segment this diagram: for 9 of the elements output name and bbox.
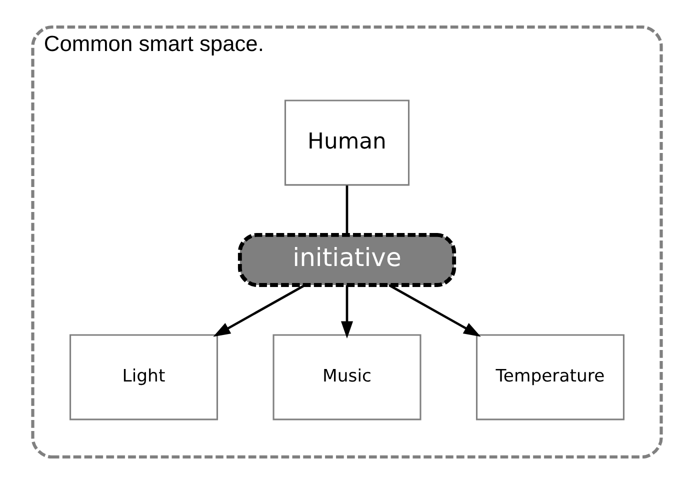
- arrow: [388, 284, 480, 337]
- arrow: [212, 284, 305, 337]
- node-box: initiative: [237, 233, 456, 287]
- connector: [345, 185, 348, 235]
- node-box: Temperature: [475, 334, 624, 420]
- node-box: Human: [284, 100, 410, 186]
- arrow: [340, 285, 353, 339]
- node-box: Light: [69, 334, 218, 420]
- node-box: Music: [272, 334, 421, 420]
